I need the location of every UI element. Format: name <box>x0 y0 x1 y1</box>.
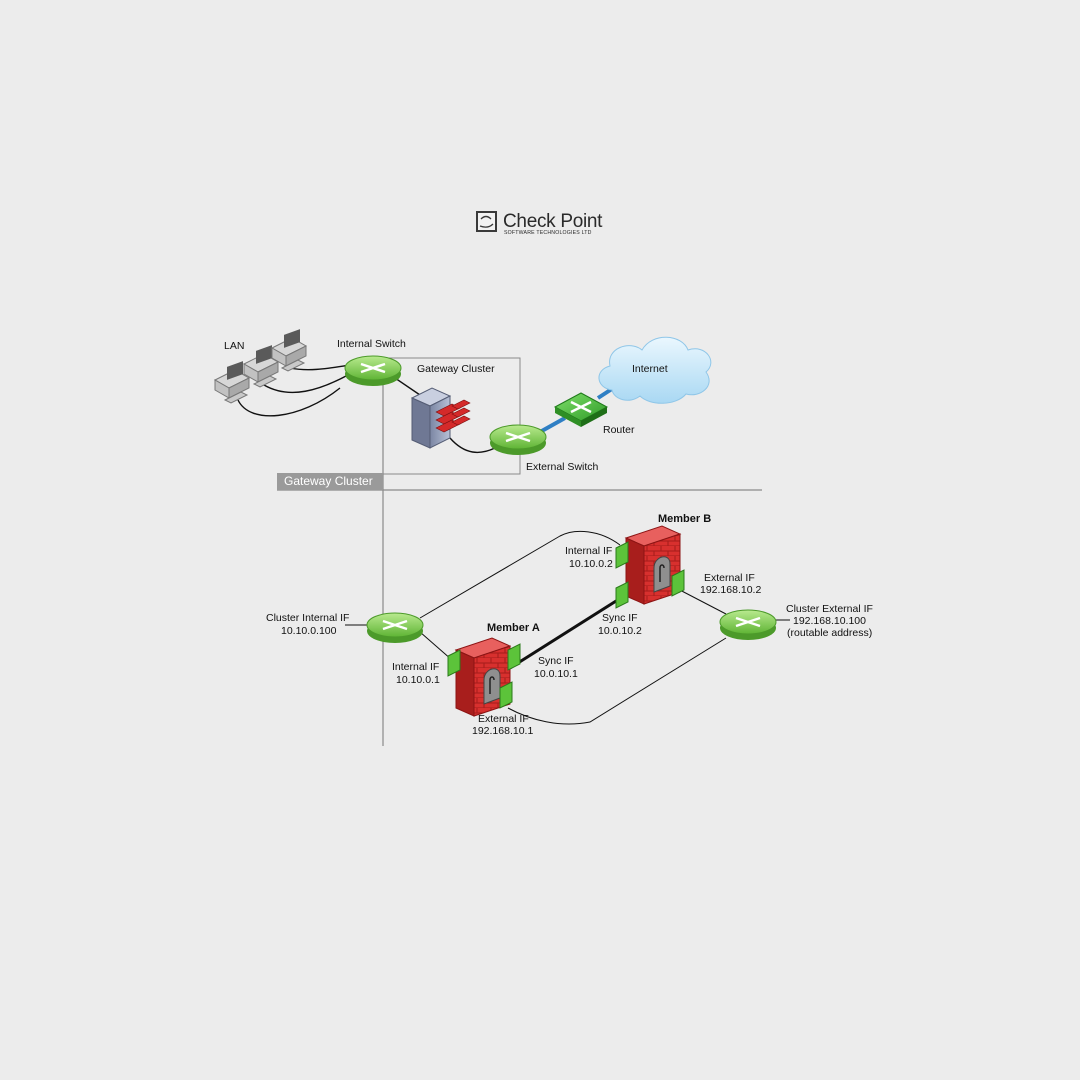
member-a-external-if-title: External IF <box>478 713 529 725</box>
cluster-external-if-ip: 192.168.10.100 <box>793 615 866 627</box>
router-label: Router <box>603 424 635 436</box>
member-b-external-if-title: External IF <box>704 572 755 584</box>
server-cluster-icon <box>410 387 471 449</box>
cloud-icon <box>598 336 712 404</box>
switch-server-cable <box>394 377 421 396</box>
switch-icon <box>719 609 777 640</box>
cluster-internal-if-ip: 10.10.0.100 <box>281 625 337 637</box>
member-a-sync-if-title: Sync IF <box>538 655 574 667</box>
cluster-external-if-title: Cluster External IF <box>786 603 873 615</box>
gateway-cluster-banner: Gateway Cluster <box>277 473 383 490</box>
gateway-cluster-label: Gateway Cluster <box>417 363 495 375</box>
logo-subtitle: SOFTWARE TECHNOLOGIES LTD <box>504 230 592 236</box>
member-a-internal-if-ip: 10.10.0.1 <box>396 674 440 686</box>
server-cable <box>449 437 496 454</box>
member-b-sync-if-ip: 10.0.10.2 <box>598 625 642 637</box>
logo-name: Check Point <box>503 211 603 232</box>
cluster-links <box>345 530 790 725</box>
member-a-label: Member A <box>487 622 540 634</box>
router-icon <box>553 392 609 427</box>
member-a-external-if-ip: 192.168.10.1 <box>472 725 533 737</box>
member-b-sync-if-title: Sync IF <box>602 612 638 624</box>
check-point-logo: Check Point SOFTWARE TECHNOLOGIES LTD <box>476 211 603 236</box>
blue-link-switch-router <box>539 416 566 434</box>
cluster-internal-if-title: Cluster Internal IF <box>266 612 349 624</box>
member-b-internal-if-ip: 10.10.0.2 <box>569 558 613 570</box>
computer-icon <box>270 329 308 372</box>
interface-plug-icon <box>615 541 685 609</box>
gateway-cluster-frame <box>382 357 521 475</box>
member-b-internal-if-title: Internal IF <box>565 545 612 557</box>
member-a-sync-if-ip: 10.0.10.1 <box>534 668 578 680</box>
member-a-internal-if-title: Internal IF <box>392 661 439 673</box>
member-b-external-if-ip: 192.168.10.2 <box>700 584 761 596</box>
internal-switch-label: Internal Switch <box>337 338 406 350</box>
switch-icon <box>489 424 547 455</box>
banner-label: Gateway Cluster <box>284 474 373 488</box>
cluster-external-if-note: (routable address) <box>787 627 872 639</box>
sync-link <box>509 594 625 670</box>
external-switch-label: External Switch <box>526 461 599 473</box>
switch-icon <box>344 355 402 386</box>
computer-icon <box>242 345 280 388</box>
firewall-icon <box>624 525 682 605</box>
interface-plug-icon <box>447 643 521 709</box>
computer-icon <box>213 361 251 404</box>
switch-icon <box>366 612 424 643</box>
internet-label: Internet <box>632 363 668 375</box>
lan-label: LAN <box>224 340 244 352</box>
member-b-label: Member B <box>658 513 711 525</box>
